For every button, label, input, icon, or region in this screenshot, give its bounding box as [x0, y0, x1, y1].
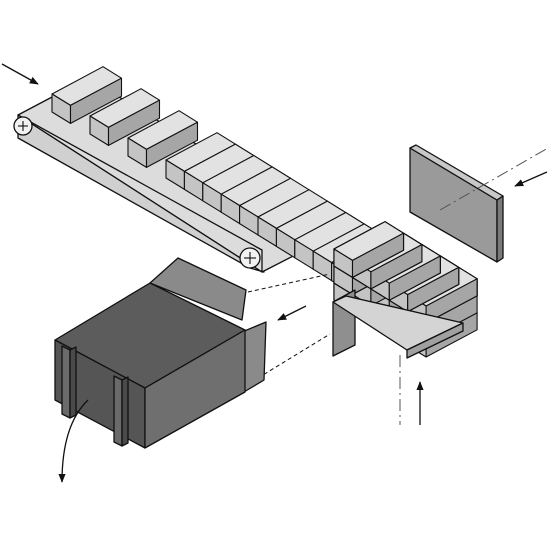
arrow-icon: [277, 305, 307, 321]
belt-front-edge: [17, 114, 263, 272]
pusher-plate: [409, 144, 504, 263]
brick: [89, 88, 161, 146]
brick: [333, 221, 405, 278]
arrows: [1, 63, 548, 483]
brick: [51, 66, 123, 124]
arrow-icon: [58, 399, 89, 483]
lift-platform: [332, 289, 464, 359]
projection-lines: [247, 273, 331, 379]
carton-box: [54, 257, 267, 449]
arrow-icon: [514, 171, 548, 187]
cross-circle-icon: [244, 252, 256, 264]
guide-lines: [399, 147, 549, 425]
cross-circle-icon: [18, 121, 28, 131]
carton-straps: [61, 345, 129, 447]
brick: [127, 110, 199, 168]
arrow-icon: [1, 63, 39, 85]
carton-flap-top: [149, 257, 247, 321]
carton-side: [144, 329, 246, 449]
